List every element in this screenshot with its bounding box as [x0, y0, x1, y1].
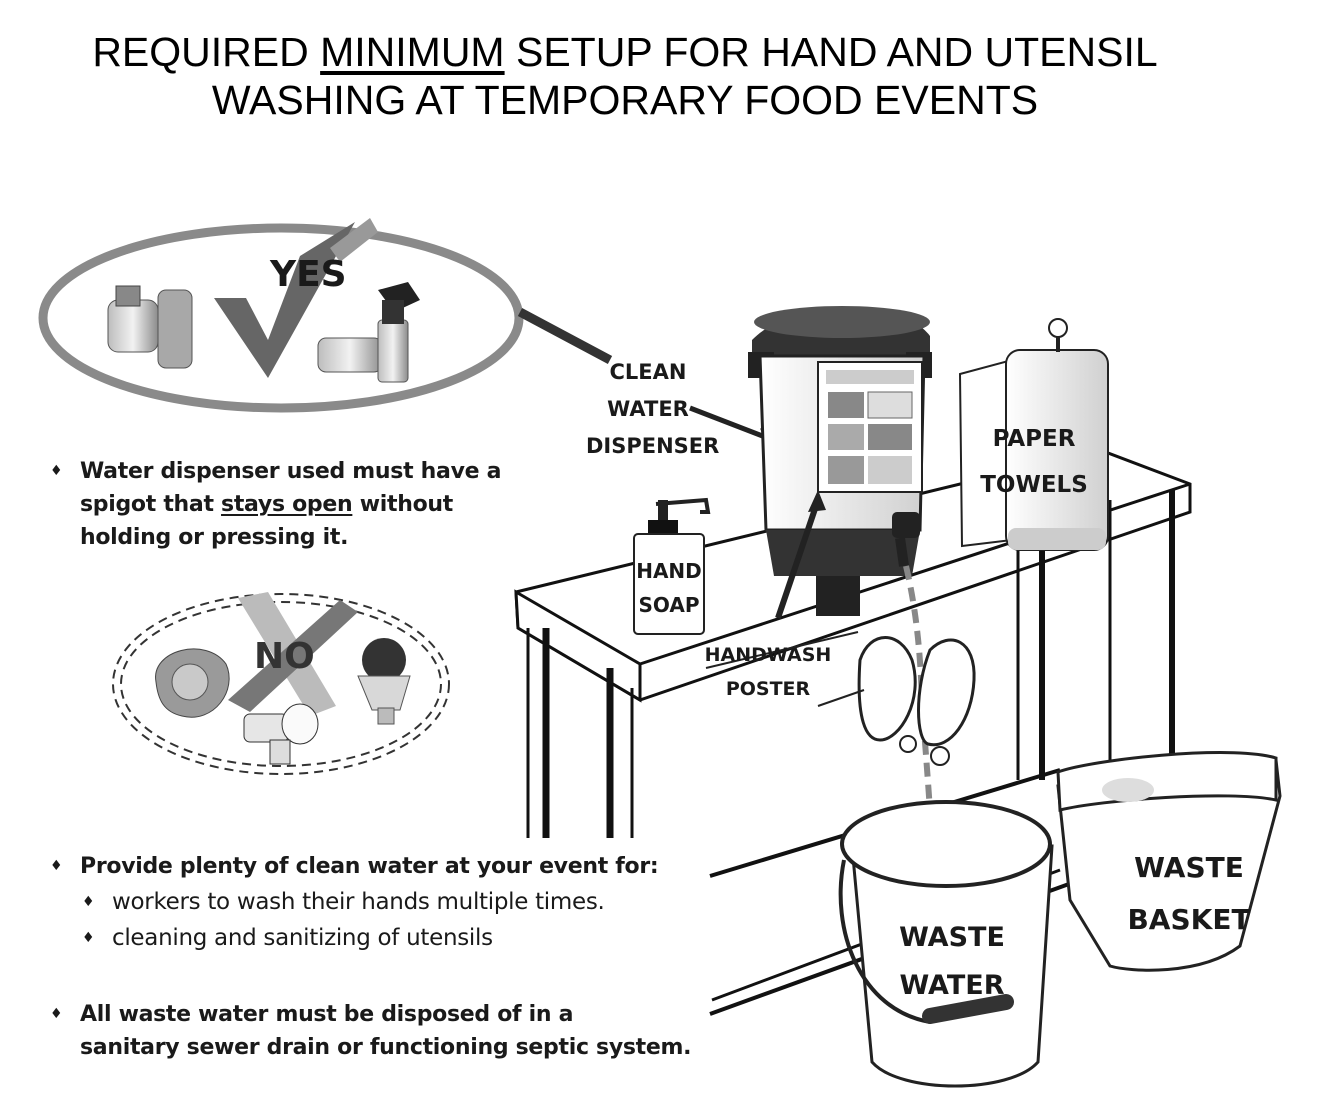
bullet-icon: ♦ [50, 858, 63, 874]
waste-basket [1056, 751, 1282, 972]
title-emphasis: MINIMUM [320, 29, 505, 75]
clean-water-note: ♦ Provide plenty of clean water at your … [50, 850, 710, 955]
paper-towels-label: PAPER TOWELS [980, 426, 1088, 498]
washing-hands [857, 565, 976, 851]
stays-open-emphasis: stays open [221, 492, 353, 517]
approved-spigot-left-icon [107, 285, 193, 369]
bullet-icon: ♦ [50, 1006, 63, 1022]
list-item: cleaning and sanitizing of utensils [112, 925, 493, 951]
paper-towel-roll [958, 318, 1109, 551]
rejected-spigot-icons [155, 638, 411, 765]
clean-water-heading: Provide plenty of clean water at your ev… [80, 854, 659, 879]
handwash-poster-icon [817, 361, 923, 493]
no-label: NO [254, 636, 315, 677]
bullet-icon: ♦ [82, 894, 95, 910]
page-title-line-2: WASHING AT TEMPORARY FOOD EVENTS [211, 77, 1039, 123]
list-item: workers to wash their hands multiple tim… [112, 889, 605, 915]
waste-water-bucket [838, 800, 1054, 1088]
approved-spigot-right-icon [317, 282, 420, 383]
spigot-note: ♦ Water dispenser used must have a spigo… [50, 455, 520, 554]
hand-soap-bottle [633, 497, 711, 635]
no-badge [112, 592, 450, 775]
yes-label: YES [270, 254, 347, 295]
bullet-icon: ♦ [50, 463, 63, 479]
waste-basket-label: WASTE BASKET [1127, 851, 1251, 936]
clean-water-dispenser-label: CLEAN WATER DISPENSER [586, 360, 720, 458]
waste-water-label: WASTE WATER [899, 922, 1005, 1001]
page-title-line-1: REQUIRED MINIMUM SETUP FOR HAND AND UTEN… [92, 29, 1158, 75]
waste-water-note: ♦ All waste water must be disposed of in… [50, 998, 710, 1064]
hand-soap-label: HAND SOAP [636, 559, 702, 617]
bullet-icon: ♦ [82, 930, 95, 946]
handwash-poster-label: HANDWASH POSTER [704, 644, 832, 700]
